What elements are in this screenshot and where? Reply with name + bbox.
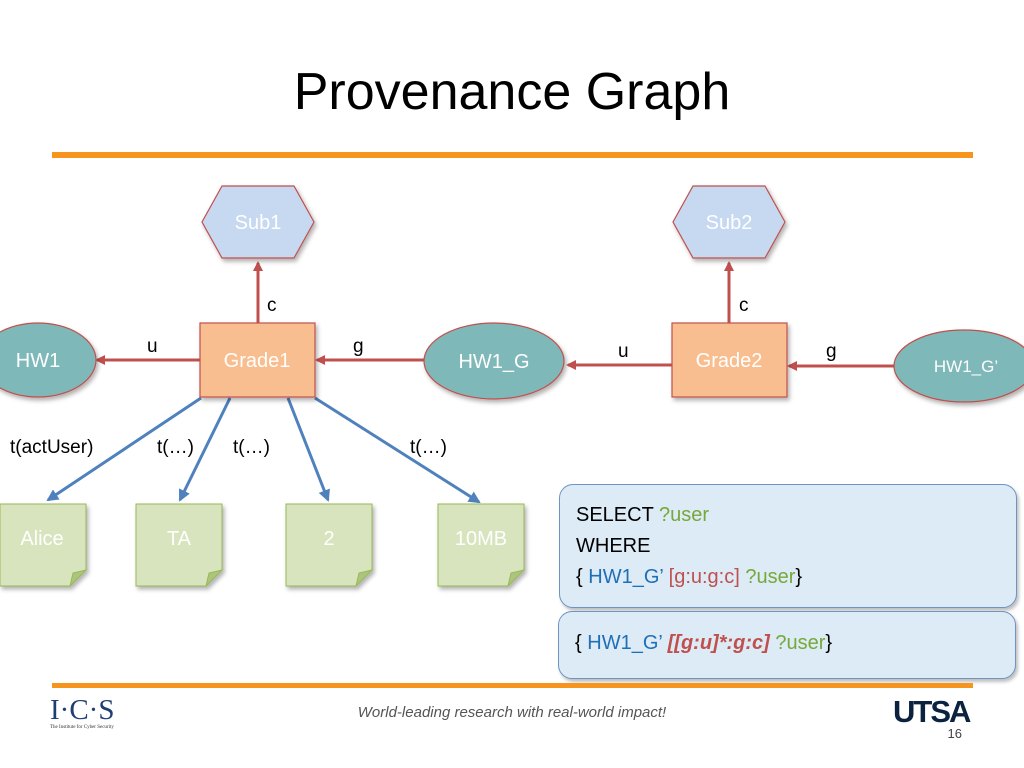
title-divider [52,152,973,158]
query1-where-keyword: WHERE [576,535,651,557]
ics-logo-subtitle: The Institute for Cyber Security [50,725,114,730]
node-sub1-label: Sub1 [235,212,282,234]
query1-where-line: WHERE [576,535,650,558]
query2-pattern-line: { HW1_G’ [[g:u]*:g:c] ?user} [575,632,832,655]
query1-pattern-line: { HW1_G’ [g:u:g:c] ?user} [576,566,802,589]
node-grade2-label: Grade2 [696,350,763,372]
edge-label-t3: t(…) [410,437,447,458]
edge-label-g1: g [353,336,364,357]
node-hw1-ellipse [0,322,97,398]
node-hw1gprime-label: HW1_G’ [934,357,998,376]
edge-label-t2: t(…) [233,437,270,458]
node-tenmb-note [437,503,526,588]
query1-close-brace: } [795,566,803,588]
footer-tagline: World-leading research with real-world i… [357,704,667,721]
edge-label-c1: c [267,295,277,316]
node-ta-label: TA [167,528,192,550]
edge-label-t-actuser: t(actUser) [10,437,93,458]
utsa-logo: UTSA [893,694,971,729]
query1-path: [g:u:g:c] [668,566,740,588]
node-sub2-label: Sub2 [706,212,753,234]
node-grade1-rect [199,322,316,398]
query1-subject: HW1_G’ [588,566,664,588]
ics-logo-letters: I·C·S [50,694,115,726]
edge-label-u2: u [618,341,629,362]
query2-close-brace: } [825,632,833,654]
query-box-regex-path: { HW1_G’ [[g:u]*:g:c] ?user} [558,611,1016,679]
query1-open-brace: { [576,566,583,588]
edge-label-u1: u [147,336,158,357]
ics-logo: I·C·S The Institute for Cyber Security [50,695,116,730]
node-two-note [285,503,374,588]
query1-select-line: SELECT ?user [576,504,709,527]
query2-subject: HW1_G’ [587,632,663,654]
node-hw1g-ellipse [423,322,565,400]
node-sub1-hexagon [201,185,315,259]
edge-grade1-tenmb [314,396,481,504]
query1-select-variable: ?user [659,504,710,526]
node-two-label: 2 [323,528,334,550]
query1-select-keyword: SELECT [576,504,654,526]
query2-path: [[g:u]*:g:c] [667,632,770,654]
query1-variable: ?user [745,566,796,588]
edge-grade1-two [286,397,330,502]
node-ta-note [135,503,224,588]
node-alice-note [0,503,88,588]
edge-label-c2: c [739,295,749,316]
node-hw1g-label: HW1_G [458,351,529,373]
edge-grade1-ta [178,397,232,502]
page-number: 16 [947,726,962,741]
edge-label-g2: g [826,341,837,362]
node-tenmb-label: 10MB [455,528,507,550]
query2-open-brace: { [575,632,582,654]
query2-variable: ?user [775,632,826,654]
node-grade2-rect [671,322,788,398]
node-hw1gprime-ellipse [893,329,1024,403]
node-grade1-label: Grade1 [224,350,291,372]
node-hw1-label: HW1 [16,350,60,372]
node-sub2-hexagon [672,185,786,259]
edge-label-t1: t(…) [157,437,194,458]
page-title: Provenance Graph [293,63,731,121]
query-box-fixed-path: SELECT ?user WHERE { HW1_G’ [g:u:g:c] ?u… [559,484,1017,608]
edge-grade1-alice [46,396,202,502]
node-alice-label: Alice [20,528,63,550]
footer-divider [52,683,973,688]
